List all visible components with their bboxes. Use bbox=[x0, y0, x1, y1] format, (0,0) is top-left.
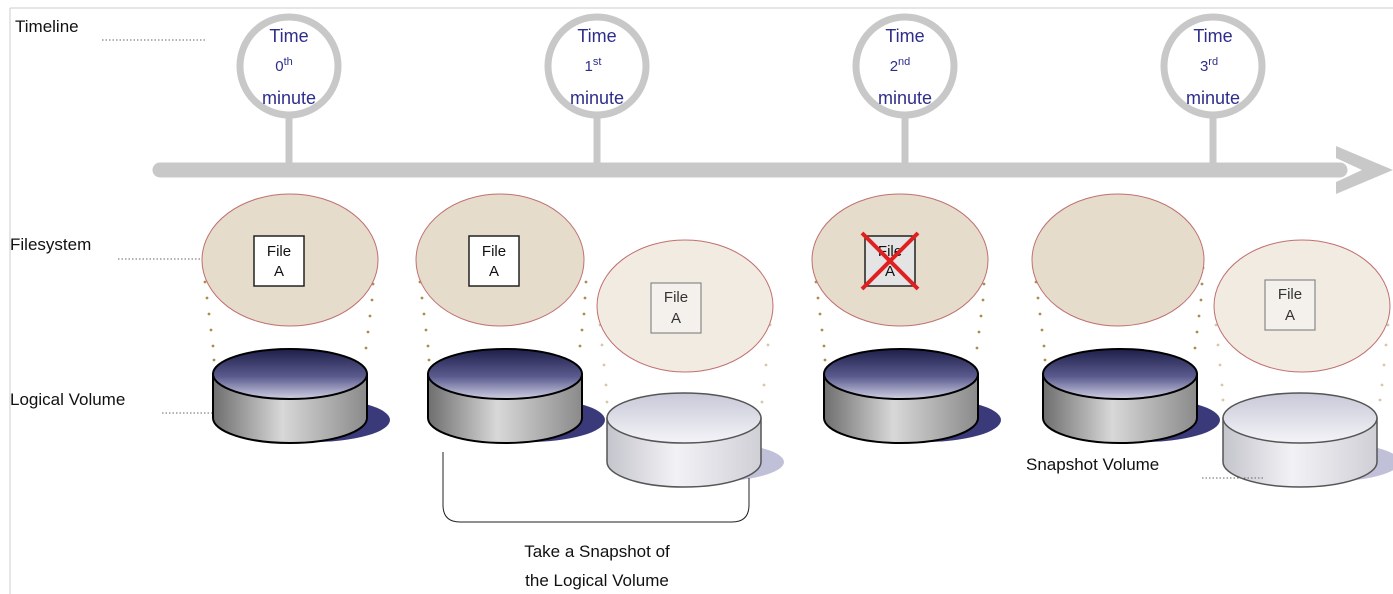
file-a-1: File A bbox=[468, 235, 520, 287]
time-marker-3-word: Time bbox=[1193, 26, 1232, 46]
filesystem-3 bbox=[1031, 193, 1205, 327]
file-a-snapshot-3: File A bbox=[1264, 279, 1316, 331]
file-a-0: File A bbox=[253, 235, 305, 287]
svg-text:3rd: 3rd bbox=[1200, 56, 1218, 75]
file-a-0-line2: A bbox=[274, 263, 284, 280]
logical-volume-disk-1 bbox=[427, 348, 606, 444]
svg-text:2nd: 2nd bbox=[890, 56, 911, 75]
file-a-snapshot-3-line1: File bbox=[1278, 286, 1302, 303]
timeline-label: Timeline bbox=[15, 17, 79, 36]
time-marker-3: Time 3rd minute bbox=[1160, 13, 1266, 170]
logical-volume-disk-3 bbox=[1042, 348, 1221, 444]
time-marker-3-suffix: rd bbox=[1208, 56, 1218, 68]
time-marker-0-word: Time bbox=[269, 26, 308, 46]
time-marker-3-unit: minute bbox=[1186, 88, 1240, 108]
time-marker-2: Time 2nd minute bbox=[852, 13, 958, 170]
snapshot-volume-disk-3 bbox=[1222, 392, 1393, 488]
file-a-1-line1: File bbox=[482, 243, 506, 260]
delete-x-stroke-2 bbox=[860, 231, 920, 291]
time-marker-1-number: 1 bbox=[585, 58, 593, 75]
logical-volume-disk-0 bbox=[212, 348, 391, 444]
file-a-snapshot-1: File A bbox=[650, 282, 702, 334]
time-marker-0-suffix: th bbox=[284, 56, 293, 68]
filesystem-label: Filesystem bbox=[10, 235, 91, 254]
file-a-snapshot-3-line2: A bbox=[1285, 307, 1295, 324]
snapshot-dotted-connectors bbox=[598, 323, 1390, 404]
svg-text:0th: 0th bbox=[275, 56, 293, 75]
time-marker-0: Time 0th minute bbox=[236, 13, 342, 170]
logical-volume-label: Logical Volume bbox=[10, 390, 125, 409]
time-marker-0-number: 0 bbox=[275, 58, 283, 75]
time-marker-2-word: Time bbox=[885, 26, 924, 46]
time-marker-2-number: 2 bbox=[890, 58, 898, 75]
logical-volume-disk-2 bbox=[823, 348, 1002, 444]
file-a-deleted-2: File A bbox=[860, 231, 920, 291]
time-marker-1-suffix: st bbox=[593, 56, 602, 68]
file-a-deleted-2-line2: A bbox=[885, 263, 895, 280]
time-marker-0-unit: minute bbox=[262, 88, 316, 108]
time-marker-1-unit: minute bbox=[570, 88, 624, 108]
snapshot-caption-line2: the Logical Volume bbox=[525, 571, 669, 590]
time-marker-1: Time 1st minute bbox=[544, 13, 650, 170]
time-marker-3-number: 3 bbox=[1200, 58, 1208, 75]
file-a-snapshot-1-line1: File bbox=[664, 289, 688, 306]
svg-text:1st: 1st bbox=[585, 56, 602, 75]
time-marker-2-suffix: nd bbox=[898, 56, 910, 68]
file-a-0-line1: File bbox=[267, 243, 291, 260]
time-marker-1-word: Time bbox=[577, 26, 616, 46]
file-a-snapshot-1-line2: A bbox=[671, 310, 681, 327]
snapshot-volume-disk-1 bbox=[606, 392, 785, 488]
snapshot-caption-line1: Take a Snapshot of bbox=[524, 542, 670, 561]
snapshot-volume-label: Snapshot Volume bbox=[1026, 455, 1159, 474]
time-marker-2-unit: minute bbox=[878, 88, 932, 108]
timeline-arrow bbox=[152, 146, 1393, 194]
file-a-1-line2: A bbox=[489, 263, 499, 280]
snapshot-bracket bbox=[442, 452, 750, 523]
